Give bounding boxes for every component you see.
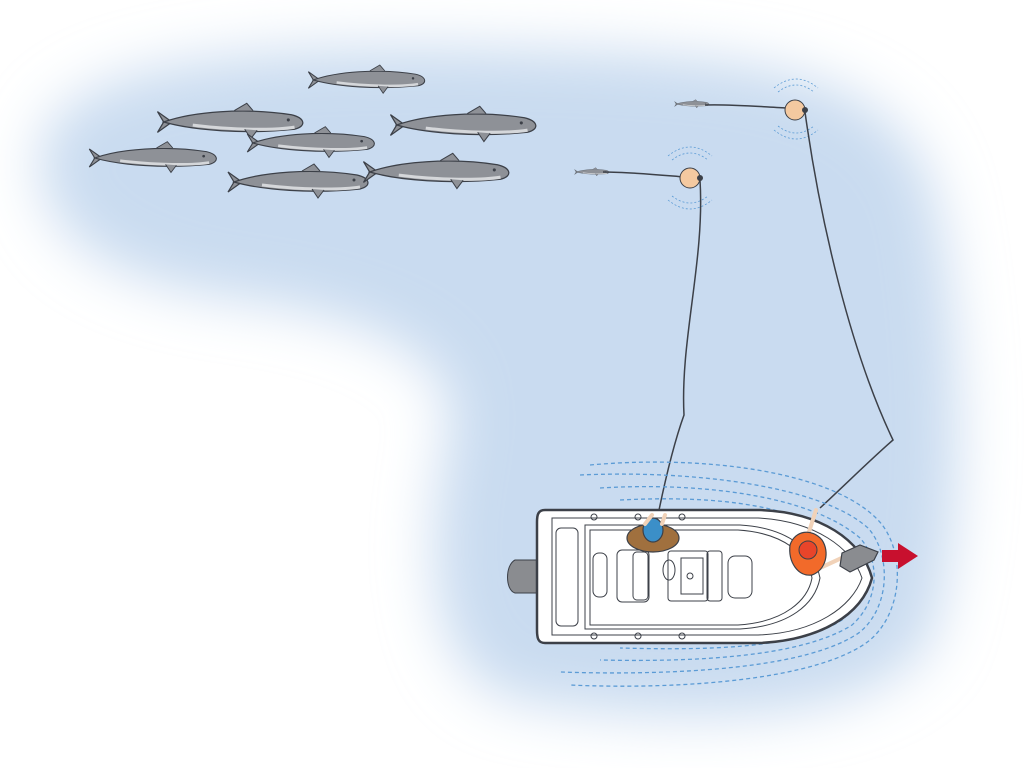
- angler-bow: [789, 508, 879, 576]
- fish: [362, 152, 510, 190]
- fishing-line: [804, 111, 894, 509]
- fish: [674, 99, 710, 109]
- fish: [156, 102, 304, 140]
- wake-line: [559, 473, 885, 674]
- float-bobber: [773, 78, 819, 140]
- fish: [227, 163, 369, 199]
- fish: [246, 126, 375, 159]
- boat-wake: [559, 461, 898, 687]
- leader-line: [704, 104, 789, 109]
- fish-school: [88, 64, 537, 199]
- outboard-motor: [507, 559, 541, 594]
- bait-fish: [674, 99, 710, 109]
- wake-line: [569, 461, 898, 687]
- fish: [307, 64, 426, 95]
- direction-arrow: [882, 543, 918, 569]
- fish: [88, 141, 217, 174]
- float-bobber: [667, 146, 713, 210]
- angler-stern: [626, 513, 680, 553]
- boat-hull: [535, 508, 874, 645]
- wake-line: [599, 486, 875, 662]
- rig-right: [674, 78, 894, 509]
- fish: [389, 105, 537, 143]
- leader-line: [602, 171, 685, 178]
- boat: [507, 508, 874, 645]
- rig-left: [574, 146, 713, 521]
